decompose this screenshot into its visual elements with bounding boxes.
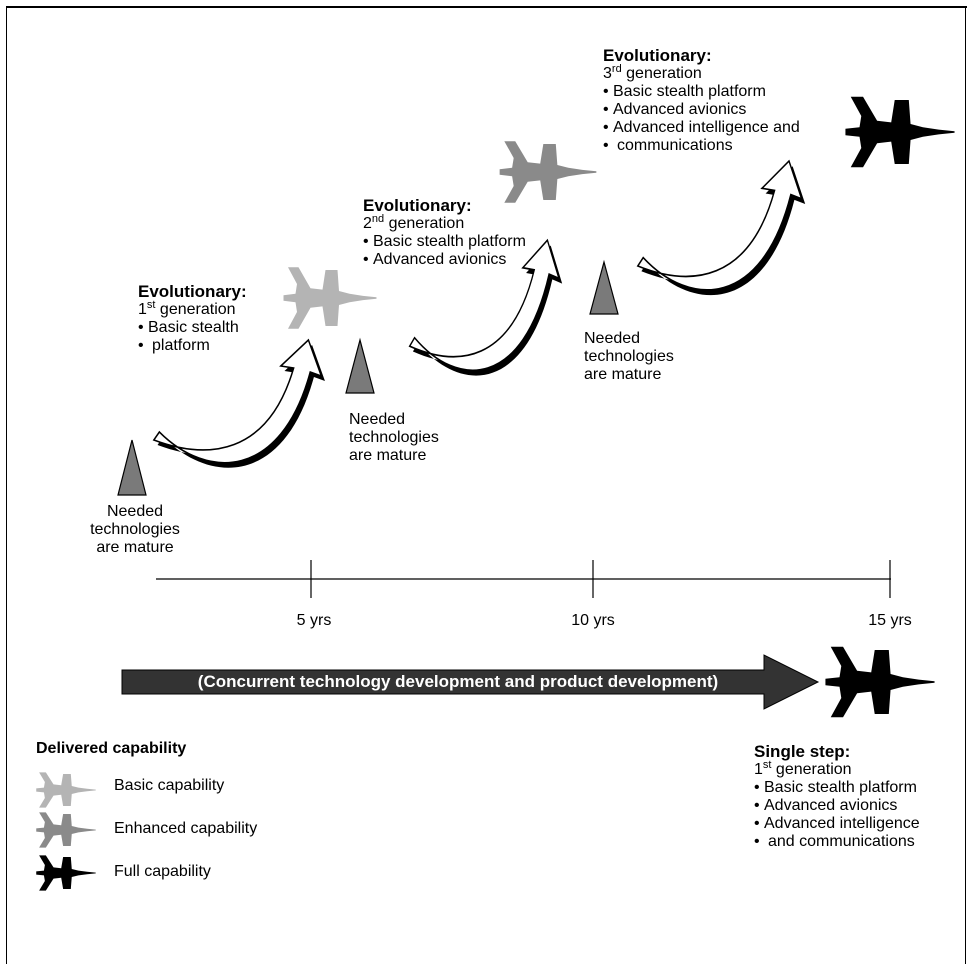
band-label: (Concurrent technology development and p… (197, 672, 719, 691)
gen3-generation: 3rd generation (603, 63, 702, 83)
single-step-block: Single step: 1st generation Basic stealt… (754, 742, 920, 851)
single-step-band-arrow (121, 654, 820, 710)
gen2-item: Advanced avionics (363, 251, 526, 269)
single-step-item-cont: and communications (754, 833, 920, 851)
gen3-list: Basic stealth platform Advanced avionics… (603, 83, 800, 155)
curved-arrow-3 (636, 160, 807, 296)
gen3-item: Advanced intelligence and (603, 119, 800, 137)
jet-icon-enhanced (499, 141, 597, 203)
timeline-label-15: 15 yrs (868, 612, 912, 629)
figure-frame-right-border (965, 6, 966, 964)
legend-jet-icon-full (36, 855, 96, 891)
gen3-item: Basic stealth platform (603, 83, 800, 101)
single-step-generation: 1st generation (754, 759, 852, 779)
gen1-block: Evolutionary: 1st generation Basic steal… (138, 282, 247, 355)
single-step-item: Advanced intelligence (754, 815, 920, 833)
single-step-item: Advanced avionics (754, 797, 920, 815)
gen2-generation: 2nd generation (363, 213, 465, 233)
legend-jet-icon-basic (36, 772, 96, 808)
legend-label-enhanced: Enhanced capability (114, 820, 258, 837)
timeline-label-5: 5 yrs (296, 612, 332, 629)
gen2-item: Basic stealth platform (363, 233, 526, 251)
single-step-item: Basic stealth platform (754, 779, 920, 797)
gen3-block: Evolutionary: 3rd generation Basic steal… (603, 46, 800, 155)
jet-icon-single-step (825, 646, 935, 718)
timeline-label-10: 10 yrs (571, 612, 615, 629)
gen3-heading: Evolutionary: (603, 46, 712, 65)
gen1-item: Basic stealth (138, 319, 247, 337)
gen3-item: Advanced avionics (603, 101, 800, 119)
jet-icon-full (845, 96, 955, 168)
gen2-block: Evolutionary: 2nd generation Basic steal… (363, 196, 526, 269)
milestone-triangle-2 (345, 337, 375, 394)
legend-label-full: Full capability (114, 863, 211, 880)
gen3-item-cont: communications (603, 137, 800, 155)
milestone-triangle-3 (589, 259, 619, 315)
gen2-heading: Evolutionary: (363, 196, 472, 215)
legend-title: Delivered capability (36, 740, 187, 757)
legend-label-basic: Basic capability (114, 777, 225, 794)
gen1-list: Basic stealth platform (138, 319, 247, 355)
curved-arrow-1 (153, 339, 326, 469)
figure-frame (6, 6, 967, 964)
jet-icon-basic (283, 267, 377, 329)
gen2-list: Basic stealth platform Advanced avionics (363, 233, 526, 269)
gen1-generation: 1st generation (138, 299, 236, 319)
legend-jet-icon-enhanced (36, 812, 96, 848)
milestone-triangle-1 (117, 439, 147, 496)
gen1-item-cont: platform (138, 337, 247, 355)
single-step-list: Basic stealth platform Advanced avionics… (754, 779, 920, 851)
single-step-heading: Single step: (754, 742, 851, 761)
gen1-heading: Evolutionary: (138, 282, 247, 301)
